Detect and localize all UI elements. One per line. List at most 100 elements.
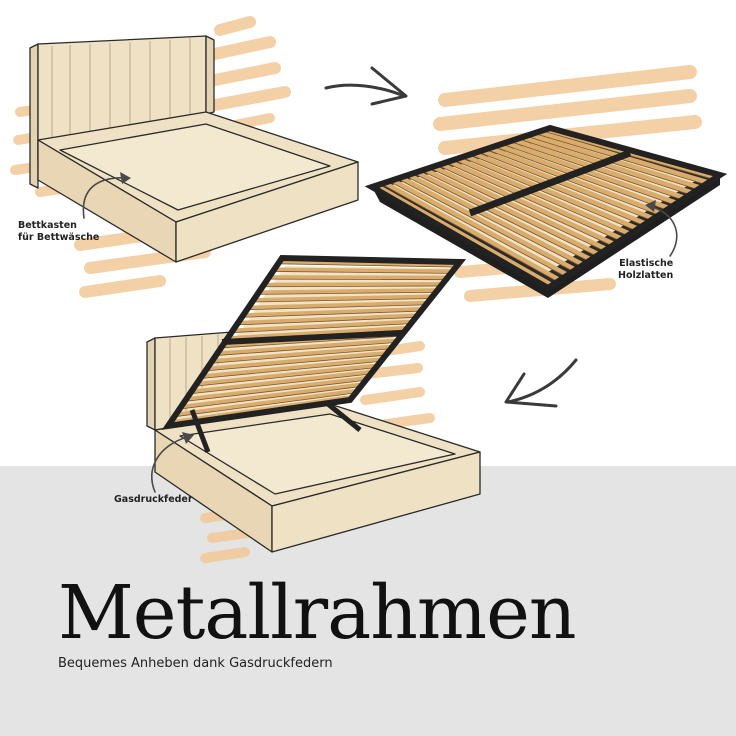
callout-curve-storage: [82, 177, 129, 219]
wood-slat: [494, 142, 672, 211]
wood-slat-edge: [497, 147, 670, 212]
wood-slat-lifted: [184, 376, 370, 402]
wood-slat-lifted: [194, 363, 380, 386]
wood-slat: [511, 137, 688, 201]
wood-slat: [470, 150, 649, 227]
wood-slat-lifted: [251, 294, 435, 302]
wood-slat-lifted: [230, 319, 415, 333]
wood-slat-lifted: [204, 350, 390, 371]
callout-curve-gas: [151, 435, 191, 493]
wood-slat-lifted-edge: [186, 379, 368, 402]
wood-slat-lifted: [261, 281, 445, 287]
wood-slat-lifted: [199, 357, 385, 379]
wood-slat-edge: [383, 185, 560, 284]
wood-slat-edge: [489, 150, 662, 217]
wood-slat-lifted-edge: [222, 335, 403, 349]
wood-slat-lifted: [225, 325, 410, 341]
wood-slat-edge: [440, 166, 615, 248]
wood-slat-lifted-edge: [263, 285, 443, 288]
wood-slat-lifted-edge: [175, 392, 358, 417]
wood-slat-edge: [472, 155, 646, 227]
callout-gas-spring: Gasdruckfeder: [114, 494, 193, 505]
wood-slat: [446, 159, 625, 242]
lifted-slat-frame: [161, 254, 467, 453]
metal-slat-frame: [364, 124, 728, 298]
wood-slat: [414, 169, 594, 263]
wood-slat-edge: [529, 136, 701, 191]
wood-slat-lifted-edge: [237, 316, 418, 326]
wood-slat-lifted: [173, 388, 360, 417]
callout-storage-box: Bettkasten für Bettwäsche: [18, 220, 99, 244]
wood-slat-edge: [400, 179, 576, 273]
callout-storage-line-2: für Bettwäsche: [18, 232, 100, 243]
arrow-left-icon: [504, 358, 578, 408]
wood-slat: [438, 161, 617, 247]
callout-slats-line-2: Holzlatten: [618, 270, 674, 281]
wood-slat-edge: [456, 160, 631, 237]
callout-slats-line-1: Elastische: [619, 258, 674, 269]
bed-storage-box: [29, 35, 359, 263]
arrow-right-icon: [324, 66, 408, 106]
wood-slat-edge: [513, 142, 685, 201]
wood-slat-lifted-edge: [279, 263, 458, 268]
wood-slat: [486, 145, 664, 217]
wood-slat-lifted-edge: [258, 291, 438, 295]
page-title: Metallrahmen: [58, 570, 577, 656]
wood-slat-lifted: [210, 344, 395, 364]
wood-slat-edge: [464, 158, 639, 232]
wood-slat-lifted: [272, 267, 455, 274]
wood-slat: [381, 180, 563, 283]
wood-slat-edge: [481, 152, 654, 222]
wood-slat-lifted: [277, 259, 460, 268]
wood-slat-edge: [448, 163, 623, 243]
wood-slat-edge: [432, 169, 607, 253]
wood-slat-edge: [416, 174, 592, 263]
wood-slat: [503, 140, 680, 206]
callout-arrowhead-slats: [645, 200, 656, 212]
wood-slat-edge: [392, 182, 568, 279]
callout-arrowhead-storage: [120, 172, 131, 184]
callout-arrowhead-gas: [182, 432, 194, 444]
wood-slat-lifted: [178, 382, 365, 409]
bed-opened: [146, 331, 481, 553]
wood-slat-edge: [424, 171, 599, 258]
wood-slat: [373, 183, 555, 288]
wood-slat-lifted-edge: [191, 373, 373, 395]
wood-slat-edge: [537, 134, 709, 186]
wood-slat: [397, 175, 578, 273]
wood-slat-lifted: [235, 313, 420, 325]
callout-slats: Elastische Holzlatten: [618, 258, 673, 282]
wood-slat-lifted-edge: [196, 367, 378, 387]
page-subtitle: Bequemes Anheben dank Gasdruckfedern: [58, 656, 333, 671]
wood-slat-lifted-edge: [212, 348, 393, 364]
wood-slat: [454, 156, 633, 237]
callout-curve-slats: [647, 205, 678, 257]
wood-slat: [422, 167, 602, 258]
wood-slat-lifted-edge: [274, 271, 453, 274]
wood-slat-lifted: [246, 300, 430, 310]
wood-slat: [389, 177, 571, 278]
wood-slat-lifted-edge: [232, 323, 413, 333]
wood-slat-lifted: [241, 307, 425, 318]
wood-slat-edge: [505, 144, 678, 207]
wood-slat-lifted-edge: [243, 310, 423, 318]
wood-slat: [405, 172, 586, 268]
wood-slat-lifted: [189, 369, 375, 394]
wood-slat-edge: [408, 177, 584, 268]
wood-slat-lifted: [267, 275, 450, 280]
wood-slat-lifted-edge: [201, 360, 383, 379]
wood-slat-lifted: [215, 338, 400, 356]
wood-slat-lifted-edge: [253, 298, 433, 303]
wood-slat-lifted-edge: [217, 342, 398, 356]
wood-slat-lifted-edge: [180, 385, 363, 410]
wood-slat-lifted-edge: [248, 304, 428, 311]
callout-storage-line-1: Bettkasten: [18, 220, 77, 231]
wood-slat-edge: [521, 139, 693, 196]
wood-slat-lifted-edge: [206, 354, 388, 372]
wood-slat-lifted: [256, 288, 440, 295]
wood-slat: [430, 164, 610, 252]
wood-slat: [462, 153, 641, 232]
wood-slat-lifted-edge: [269, 278, 448, 281]
wood-slat: [478, 148, 657, 222]
